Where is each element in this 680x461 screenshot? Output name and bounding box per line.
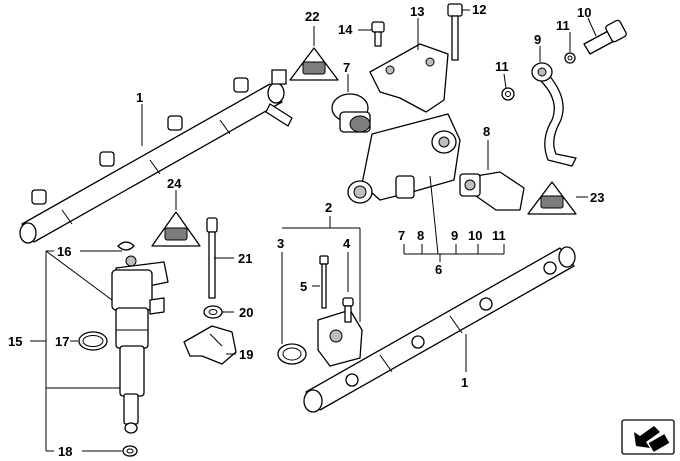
injector <box>111 255 169 434</box>
callout-18: 18 <box>58 444 72 459</box>
injector-bolt <box>206 217 218 299</box>
callout-3: 3 <box>277 236 284 251</box>
long-bolt <box>447 3 463 61</box>
bolt-washer <box>203 305 223 319</box>
callout-10-top: 10 <box>577 5 591 20</box>
warning-triangle-icon <box>289 47 339 81</box>
callout-7-top: 7 <box>343 60 350 75</box>
o-ring <box>78 331 108 351</box>
callout-14: 14 <box>338 22 353 37</box>
support-bracket <box>369 43 449 113</box>
callout-8-group: 8 <box>417 228 424 243</box>
warning-triangle-icon <box>527 181 577 215</box>
callout-1-top: 1 <box>136 90 143 105</box>
bracket-screw <box>371 21 385 47</box>
callout-17: 17 <box>55 334 69 349</box>
banjo-bolt <box>583 19 627 55</box>
direction-arrow-icon <box>621 419 675 455</box>
callout-13: 13 <box>410 4 424 19</box>
fuel-line <box>531 62 577 167</box>
callout-7-group: 7 <box>398 228 405 243</box>
hose-clamp <box>277 343 307 365</box>
callout-24: 24 <box>167 176 182 191</box>
callout-16: 16 <box>57 244 71 259</box>
seal-washer-a <box>501 87 515 101</box>
pressure-regulator <box>459 171 525 211</box>
fuel-rail-lower <box>303 246 576 413</box>
fuel-rail-upper <box>19 69 293 244</box>
callout-2: 2 <box>325 200 332 215</box>
warning-triangle-icon <box>151 211 201 247</box>
bracket-bolt-short <box>342 297 354 323</box>
seal-washer-b <box>564 52 576 64</box>
callout-6: 6 <box>435 262 442 277</box>
callout-4: 4 <box>343 236 351 251</box>
callout-5: 5 <box>300 279 307 294</box>
injector-claw <box>183 325 237 365</box>
rail-bracket <box>317 309 363 367</box>
callout-9-group: 9 <box>451 228 458 243</box>
callout-15: 15 <box>8 334 22 349</box>
clip <box>117 241 135 251</box>
callout-19: 19 <box>239 347 253 362</box>
callout-11-top-a: 11 <box>495 59 509 74</box>
callout-11-top-b: 11 <box>556 18 570 33</box>
pressure-distributor <box>347 113 461 204</box>
callout-9-top: 9 <box>534 32 541 47</box>
bracket-bolt-long <box>319 255 329 309</box>
callout-1-bottom: 1 <box>461 375 468 390</box>
pressure-sensor <box>331 93 371 133</box>
injector-washer <box>122 445 138 457</box>
callout-8-top: 8 <box>483 124 490 139</box>
callout-12: 12 <box>472 2 486 17</box>
callout-20: 20 <box>239 305 253 320</box>
callout-21: 21 <box>238 251 252 266</box>
callout-10-group: 10 <box>468 228 482 243</box>
callout-11-group: 11 <box>492 228 506 243</box>
leader-lines <box>30 9 597 452</box>
callout-23: 23 <box>590 190 604 205</box>
callout-22: 22 <box>305 9 319 24</box>
